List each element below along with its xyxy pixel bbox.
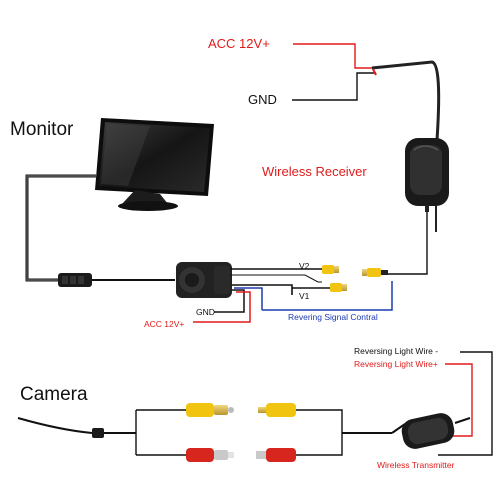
- monitor-breakout-box: [176, 262, 232, 298]
- gnd-black-wire-small: [214, 289, 245, 313]
- reversing-light-wire-neg-label: Reversing Light Wire -: [354, 346, 439, 356]
- receiver-power-wires: [292, 43, 441, 141]
- camera-label: Camera: [20, 384, 88, 405]
- acc-12v-label-top: ACC 12V+: [208, 36, 270, 51]
- v1-wire: [232, 284, 293, 295]
- rca-v1-plug: [330, 283, 347, 292]
- camera-cable: [17, 417, 93, 434]
- wireless-receiver-label: Wireless Receiver: [262, 164, 367, 179]
- wireless-transmitter-label: Wireless Transmitter: [377, 460, 455, 470]
- gnd-label-top: GND: [248, 92, 277, 107]
- reversing-light-neg-wire: [438, 351, 493, 456]
- monitor-4pin-connector: [58, 273, 175, 287]
- reversing-light-wire-pos-label: Reversing Light Wire+: [354, 359, 438, 369]
- v2-label: V2: [299, 261, 310, 271]
- receiver-video-wire: [388, 212, 428, 275]
- camera-rca-yellow: [186, 403, 234, 417]
- monitor-device: [95, 118, 214, 211]
- gnd-black-wire-top: [292, 72, 376, 101]
- transmitter-rca-yellow: [258, 403, 296, 417]
- monitor-cable-outer: [25, 174, 96, 282]
- monitor-label: Monitor: [10, 119, 74, 140]
- acc-12v-label-small: ACC 12V+: [144, 319, 185, 329]
- reversing-signal-label: Revering Signal Contral: [288, 312, 378, 322]
- v1-label: V1: [299, 291, 310, 301]
- receiver-power-cable: [371, 60, 441, 141]
- acc-red-wire-small: [193, 291, 251, 323]
- rca-receiver-plug: [362, 268, 388, 277]
- reversing-signal-blue-wire: [262, 281, 393, 311]
- transmitter-dc-red: [256, 448, 296, 462]
- reversing-light-pos-wire: [445, 363, 473, 437]
- rca-v2-plug: [322, 265, 339, 274]
- acc-red-wire-top: [293, 43, 376, 69]
- wireless-transmitter-device: [391, 413, 471, 449]
- camera-dc-red: [186, 448, 234, 462]
- wireless-receiver-device: [405, 138, 449, 232]
- gnd-label-small: GND: [196, 307, 215, 317]
